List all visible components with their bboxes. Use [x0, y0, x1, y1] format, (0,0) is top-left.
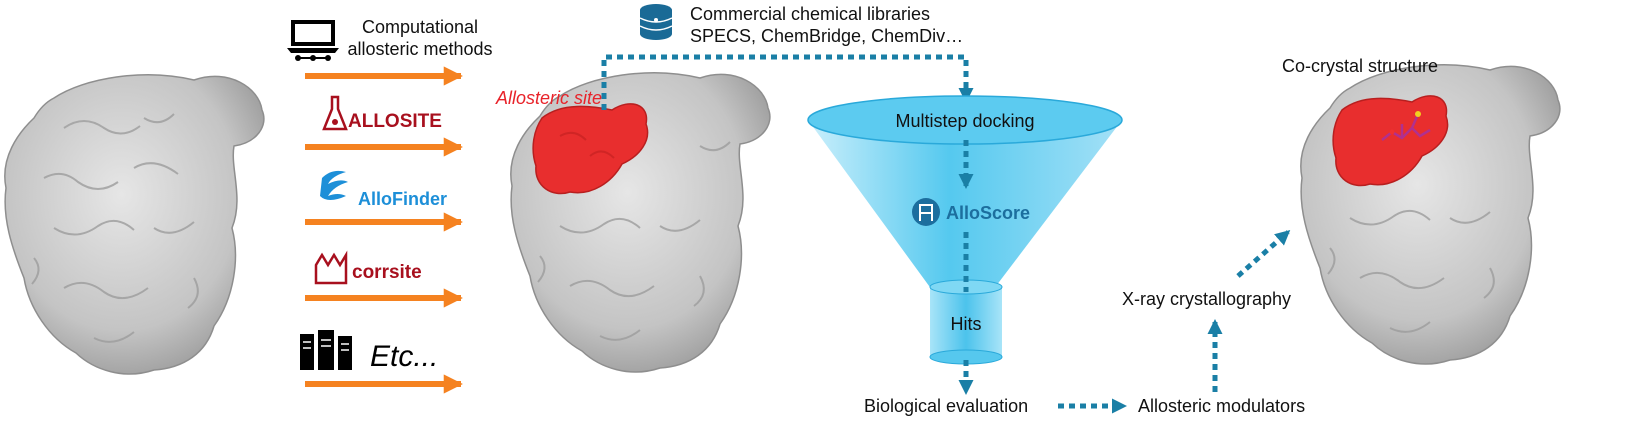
allosteric-site-patch [532, 103, 649, 195]
corrsite-label: corrsite [352, 262, 422, 283]
hits-label: Hits [951, 314, 982, 334]
xray-label: X-ray crystallography [1122, 289, 1291, 309]
allosteric-modulators-label: Allosteric modulators [1138, 396, 1305, 416]
methods-heading-line1: Computational [362, 17, 478, 37]
protein-structure-2 [510, 72, 771, 373]
multistep-docking-label: Multistep docking [895, 111, 1034, 131]
methods-heading-line2: allosteric methods [347, 39, 492, 59]
allosite-label: ALLOSITE [348, 111, 442, 132]
biological-evaluation-label: Biological evaluation [864, 396, 1028, 416]
allofinder-label: AlloFinder [358, 189, 447, 209]
database-icon [639, 4, 673, 40]
allofinder-logo: AlloFinder [320, 170, 447, 209]
alloscore-logo: AlloScore [912, 198, 1030, 226]
protein-structure-1 [4, 74, 265, 375]
cocrystal-label: Co-crystal structure [1282, 56, 1438, 76]
allosteric-site-label: Allosteric site [495, 88, 602, 108]
alloscore-label: AlloScore [946, 203, 1030, 223]
ligand-molecule [1381, 111, 1431, 141]
libraries-line1: Commercial chemical libraries [690, 4, 930, 24]
server-icon: Etc... [300, 330, 438, 373]
allosite-logo: ALLOSITE [322, 95, 442, 132]
method-arrows [305, 66, 463, 394]
libraries-line2: SPECS, ChemBridge, ChemDiv… [690, 26, 963, 46]
laptop-icon [287, 20, 339, 61]
corrsite-logo: corrsite [314, 250, 422, 285]
protein-structure-3 [1300, 64, 1561, 365]
library-to-docking-connector [601, 54, 974, 110]
etc-label: Etc... [370, 340, 438, 373]
cocrystal-site-patch [1332, 95, 1449, 187]
validation-flow-arrows [1058, 230, 1291, 414]
screening-funnel [807, 95, 1123, 365]
